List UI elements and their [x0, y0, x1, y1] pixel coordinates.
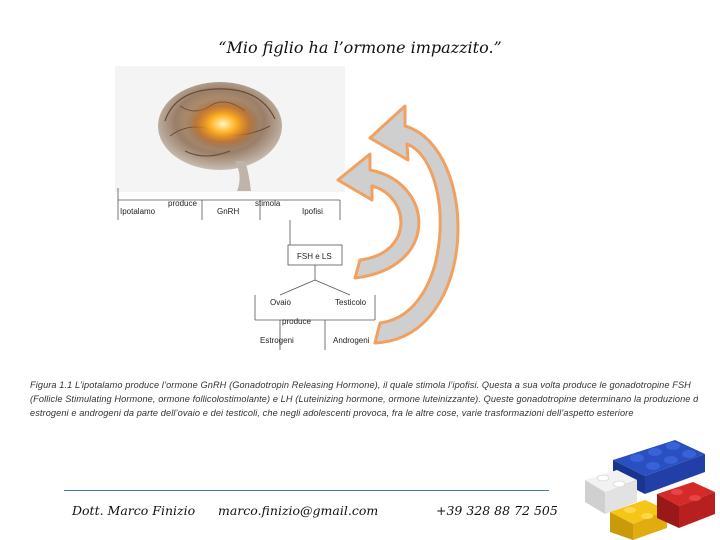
footer-phone: +39 328 88 72 505 — [436, 503, 558, 518]
brain-image — [115, 66, 345, 192]
footer-divider — [64, 490, 549, 491]
lego-bricks-image — [575, 432, 720, 540]
link-produce-top: produce — [168, 199, 197, 208]
node-fsh-ls: FSH e LS — [297, 252, 332, 261]
node-ipofisi: Ipofisi — [302, 207, 323, 216]
link-stimola: stimola — [255, 199, 281, 208]
feedback-arrows — [330, 88, 490, 358]
footer-email: marco.finizio@gmail.com — [218, 503, 378, 518]
figure-caption: Figura 1.1 L’ipotalamo produce l’ormone … — [30, 378, 698, 420]
node-ovaio: Ovaio — [270, 298, 291, 307]
slide-title: “Mio figlio ha l’ormone impazzito.” — [0, 38, 720, 57]
link-produce-bottom: produce — [282, 317, 311, 326]
caption-line: Figura 1.1 L’ipotalamo produce l’ormone … — [30, 378, 698, 392]
node-gnrh: GnRH — [217, 207, 239, 216]
caption-line: estrogeni e androgeni da parte dell’ovai… — [30, 406, 698, 420]
footer-name: Dott. Marco Finizio — [72, 503, 195, 518]
node-estrogeni: Estrogeni — [260, 336, 294, 345]
node-ipotalamo: Ipotalamo — [120, 207, 156, 216]
caption-line: (Follicle Stimulating Hormone, ormone fo… — [30, 392, 698, 406]
